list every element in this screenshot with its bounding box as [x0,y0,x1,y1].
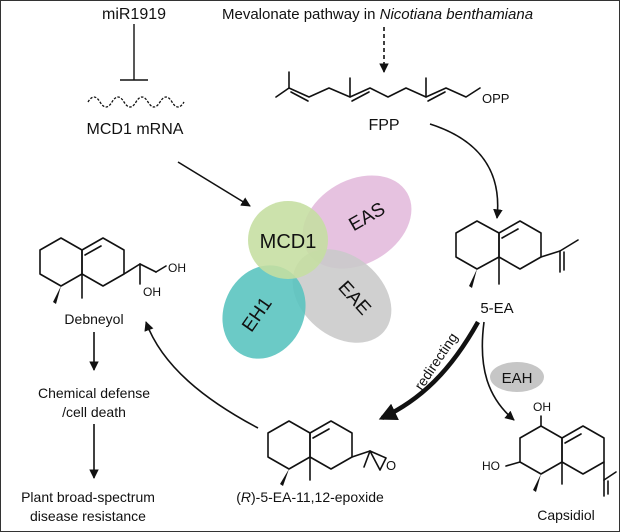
fpp-structure [275,71,481,102]
fpp-label: FPP [368,117,399,134]
epoxide-to-debneyol-arrow [144,321,259,429]
resistance-line-2: disease resistance [30,508,146,524]
defense-line-1: Chemical defense [38,385,150,401]
mcd1-label: MCD1 [260,231,317,253]
mrna-to-complex-arrow [177,161,251,207]
mrna-strand [87,96,185,108]
eae-blob [292,249,392,343]
capsidiol-structure [505,415,617,497]
fpp-to-5ea-arrow [429,123,503,219]
redirecting-arrow [378,320,480,421]
debneyol-oh-1: OH [168,261,186,275]
debneyol-oh-2: OH [143,285,161,299]
resistance-line-1: Plant broad-spectrum [21,489,155,505]
5ea-to-capsidiol-arrow [481,321,515,421]
5ea-structure [455,220,579,288]
epoxide-o-label: O [386,458,396,473]
enzyme-complex: MCD1 EAS EH1 EAE [222,175,412,359]
eas-blob [302,175,412,269]
mirna-label: miR1919 [102,6,166,23]
eh1-blob [222,265,306,359]
epoxide-label: (R)-5-EA-11,12-epoxide [236,489,384,505]
defense-line-2: /cell death [62,404,126,420]
capsidiol-label: Capsidiol [537,507,595,523]
pathway-title: Mevalonate pathway in Nicotiana benthami… [222,6,533,23]
epoxide-structure [267,420,387,486]
mrna-label: MCD1 mRNA [87,121,184,138]
eah-badge [490,362,544,392]
5ea-label: 5-EA [480,300,513,317]
mcd1-blob [248,201,328,279]
eah-label: EAH [502,370,533,387]
capsidiol-ho-label: HO [482,459,500,473]
debneyol-label: Debneyol [64,311,123,327]
debneyol-structure [39,237,167,304]
opp-label: OPP [482,91,509,106]
capsidiol-oh-label: OH [533,400,551,414]
